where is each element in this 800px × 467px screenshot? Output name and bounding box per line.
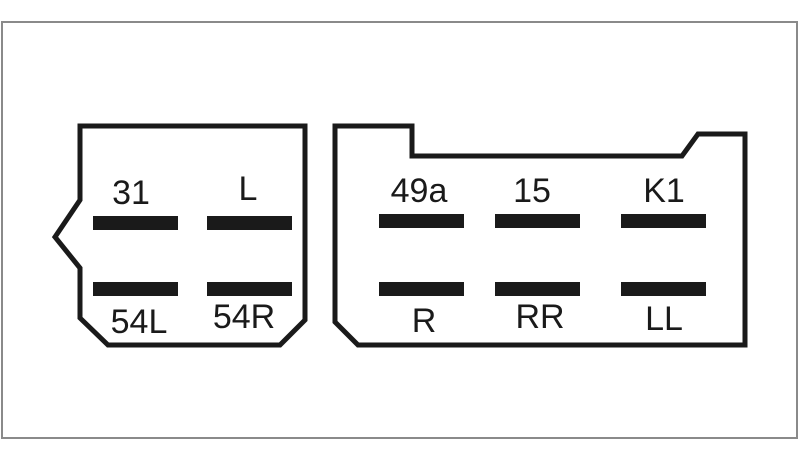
pin-label-31: 31 [112,174,150,212]
pin-label-54R: 54R [213,298,275,336]
pin-label-L: L [239,170,258,208]
pin-bar-54R [207,282,292,296]
pin-bar-R [379,282,464,296]
pin-bar-31 [93,216,178,230]
pin-label-54L: 54L [111,303,168,341]
left-connector: 31 L 54L 54R [51,123,308,348]
pin-label-K1: K1 [643,172,685,210]
left-connector-outline [51,123,308,348]
pin-bar-49a [379,214,464,228]
pin-label-LL: LL [645,300,683,338]
pin-bar-15 [495,214,580,228]
outer-frame [1,21,798,439]
pin-label-RR: RR [515,298,564,336]
pin-bar-54L [93,282,178,296]
pin-bar-RR [495,282,580,296]
pin-bar-L [207,216,292,230]
right-connector-outline [332,123,748,348]
right-connector: 49a 15 K1 R RR LL [332,123,748,348]
pin-label-15: 15 [513,172,551,210]
pin-bar-LL [621,282,706,296]
pin-label-49a: 49a [391,172,448,210]
pin-bar-K1 [621,214,706,228]
pin-label-R: R [412,302,437,340]
